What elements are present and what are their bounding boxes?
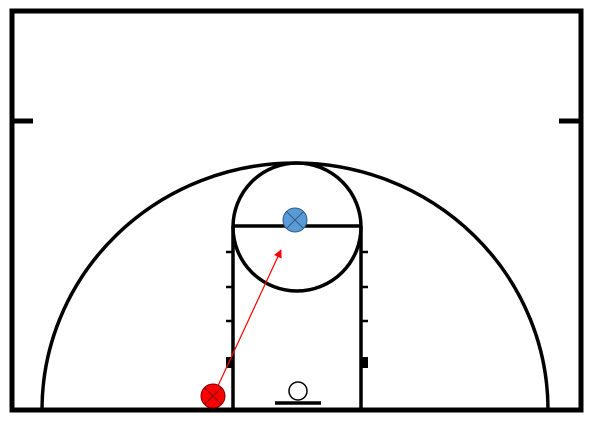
rim	[288, 381, 308, 401]
red-circle-x-icon	[200, 383, 226, 409]
movement-arrow-icon	[216, 249, 282, 389]
blue-circle-x-icon	[282, 207, 308, 233]
court-boundary	[9, 8, 584, 413]
lane-block-right	[361, 357, 368, 368]
lane-block-left	[226, 357, 233, 368]
three-point-arc	[40, 161, 550, 411]
